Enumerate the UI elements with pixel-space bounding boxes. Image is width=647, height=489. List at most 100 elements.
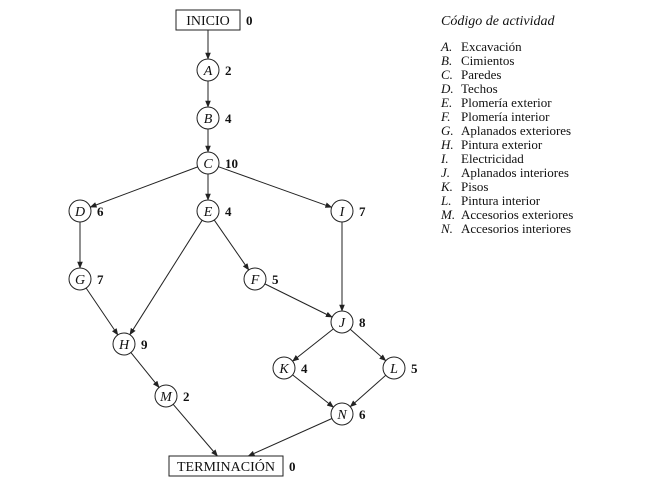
node-circle	[272, 356, 296, 380]
edge-e-to-f	[213, 219, 250, 271]
legend-item-code: B.	[441, 53, 453, 68]
node-duration: 0	[289, 459, 296, 474]
node-label: N	[336, 408, 347, 423]
node-circle	[196, 106, 220, 130]
legend-item: J. Aplanados interiores	[441, 166, 573, 180]
legend-item-name: Paredes	[461, 67, 502, 82]
node-label: C	[203, 157, 213, 172]
node-label: F	[250, 273, 260, 288]
node-circle	[196, 151, 220, 175]
node-label: INICIO	[186, 14, 230, 29]
edge-n-to-terminacion	[247, 418, 333, 457]
legend-item: M. Accesorios exteriores	[441, 208, 573, 222]
node-label: G	[75, 273, 85, 288]
node-label: B	[204, 112, 213, 127]
edge-layer	[77, 30, 387, 457]
legend-item-name: Cimientos	[461, 53, 515, 68]
edge-h-to-m	[130, 352, 160, 388]
legend-item: N. Accesorios interiores	[441, 222, 573, 236]
legend-item-name: Plomería exterior	[461, 95, 552, 110]
node-duration: 10	[225, 156, 238, 171]
legend-item: G.Aplanados exteriores	[441, 124, 573, 138]
legend-item-name: Aplanados interiores	[461, 165, 569, 180]
node-box	[175, 9, 241, 31]
node-duration: 4	[301, 361, 308, 376]
node-label: A	[203, 64, 213, 79]
legend-item-code: I.	[441, 151, 449, 166]
legend-item-name: Electricidad	[461, 151, 524, 166]
node-box	[168, 455, 284, 477]
legend-item-name: Accesorios interiores	[461, 221, 572, 236]
legend-item: C. Paredes	[441, 68, 573, 82]
node-circle	[382, 356, 406, 380]
legend-title: Código de actividad	[441, 14, 555, 29]
node-duration: 9	[141, 337, 148, 352]
node-duration: 4	[225, 111, 232, 126]
legend-item: L. Pintura interior	[441, 194, 573, 208]
legend-item-name: Pintura exterior	[461, 137, 543, 152]
legend-item: K. Pisos	[441, 180, 573, 194]
edge-f-to-j	[264, 283, 333, 318]
legend-item-code: A.	[441, 39, 453, 54]
legend-item-name: Pintura interior	[461, 193, 541, 208]
edge-k-to-n	[292, 374, 334, 408]
node-label: TERMINACIÓN	[177, 458, 275, 475]
legend-item: F.Plomería interior	[441, 110, 573, 124]
legend-item: E. Plomería exterior	[441, 96, 573, 110]
node-circle	[330, 310, 354, 334]
legend-item-code: K.	[441, 179, 453, 194]
node-duration: 7	[359, 204, 366, 219]
node-terminacion: TERMINACIÓN 0	[168, 455, 296, 477]
legend-item-code: F.	[441, 109, 451, 124]
node-circle	[330, 402, 354, 426]
legend-item-code: M.	[441, 207, 456, 222]
node-duration: 7	[97, 272, 104, 287]
legend-item-code: D.	[441, 81, 454, 96]
legend-item-code: L.	[441, 193, 452, 208]
legend-item-code: H.	[441, 137, 454, 152]
legend-item: B. Cimientos	[441, 54, 573, 68]
legend-item: H. Pintura exterior	[441, 138, 573, 152]
edge-l-to-n	[349, 374, 387, 408]
node-duration: 8	[359, 315, 366, 330]
legend-item-name: Accesorios exteriores	[461, 207, 574, 222]
node-label: L	[389, 362, 398, 377]
node-label: I	[339, 205, 346, 220]
edge-j-to-k	[292, 328, 334, 362]
edge-m-to-terminacion	[172, 404, 218, 457]
node-label: M	[159, 390, 173, 405]
node-circle	[196, 199, 220, 223]
legend-item-name: Aplanados exteriores	[461, 123, 572, 138]
node-c: C 10	[196, 151, 238, 175]
legend-item-name: Pisos	[461, 179, 489, 194]
edge-g-to-h	[85, 287, 119, 336]
node-circle	[243, 267, 267, 291]
node-duration: 6	[97, 204, 104, 219]
legend-item-name: Excavación	[461, 39, 522, 54]
legend-item-code: N.	[441, 221, 453, 236]
node-circle	[330, 199, 354, 223]
legend-item-code: C.	[441, 67, 453, 82]
node-label: H	[118, 338, 130, 353]
legend-item-name: Techos	[461, 81, 498, 96]
legend-item-code: J.	[441, 165, 451, 180]
edge-e-to-h	[129, 220, 203, 336]
legend-item-code: E.	[441, 95, 453, 110]
legend-item: D. Techos	[441, 82, 573, 96]
node-circle	[196, 58, 220, 82]
